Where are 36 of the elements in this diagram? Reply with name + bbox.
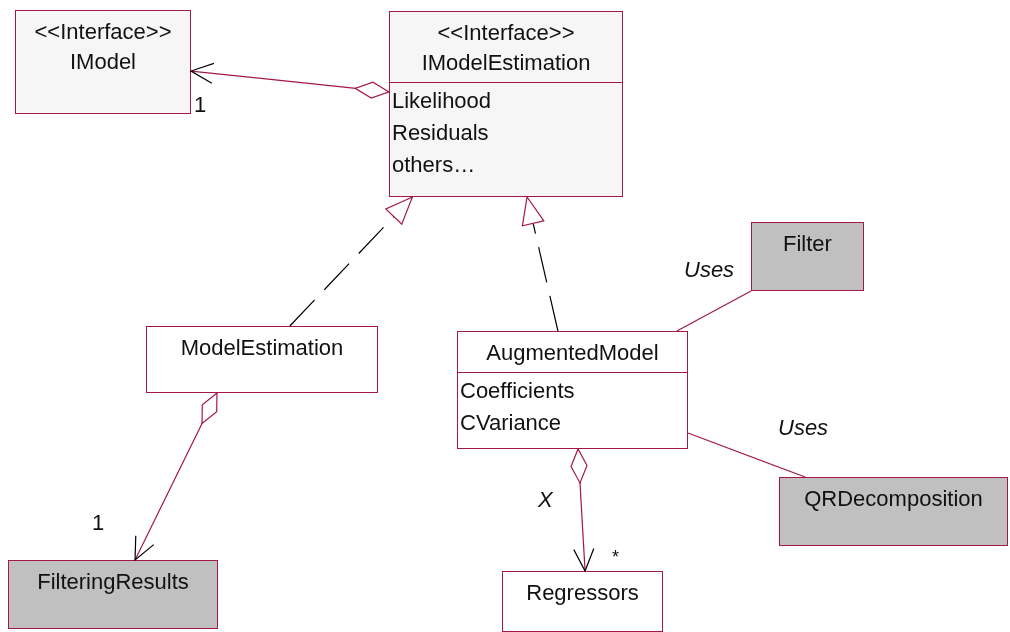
class-name: AugmentedModel	[486, 339, 659, 367]
attribute-text: Likelihood	[392, 87, 492, 115]
association-label: Uses	[684, 258, 735, 282]
attribute-text: CVariance	[460, 409, 562, 437]
aggregation-arrow	[570, 448, 595, 572]
attribute-text: Residuals	[392, 119, 489, 147]
multiplicity-label: 1	[92, 511, 105, 535]
class-name: QRDecomposition	[804, 485, 983, 513]
stereotype-label: <<Interface>>	[437, 19, 575, 47]
multiplicity-label: *	[612, 546, 619, 569]
class-name: FilteringResults	[37, 568, 189, 596]
association-line	[676, 290, 752, 332]
class-name: Regressors	[526, 579, 639, 607]
interface-class-box	[389, 11, 623, 197]
class-box	[779, 477, 1008, 546]
aggregation-arrow	[134, 392, 218, 561]
class-name: ModelEstimation	[180, 334, 344, 362]
association-line	[687, 432, 806, 478]
class-box	[8, 560, 218, 629]
attribute-text: others…	[392, 151, 476, 179]
class-box	[457, 331, 688, 449]
class-box	[751, 222, 864, 291]
interface-class-box	[15, 10, 191, 114]
aggregation-arrow	[190, 62, 390, 99]
class-box	[146, 326, 378, 393]
stereotype-label: <<Interface>>	[34, 18, 172, 46]
multiplicity-label: 1	[194, 93, 207, 117]
attribute-text: Coefficients	[460, 377, 575, 405]
class-name: Filter	[783, 230, 832, 258]
class-name: IModel	[69, 48, 136, 76]
realization-arrow	[289, 196, 413, 327]
class-name: IModelEstimation	[421, 49, 591, 77]
association-label: Uses	[778, 416, 829, 440]
realization-arrow	[521, 196, 559, 332]
class-box	[502, 571, 663, 632]
multiplicity-label: X	[538, 488, 553, 512]
